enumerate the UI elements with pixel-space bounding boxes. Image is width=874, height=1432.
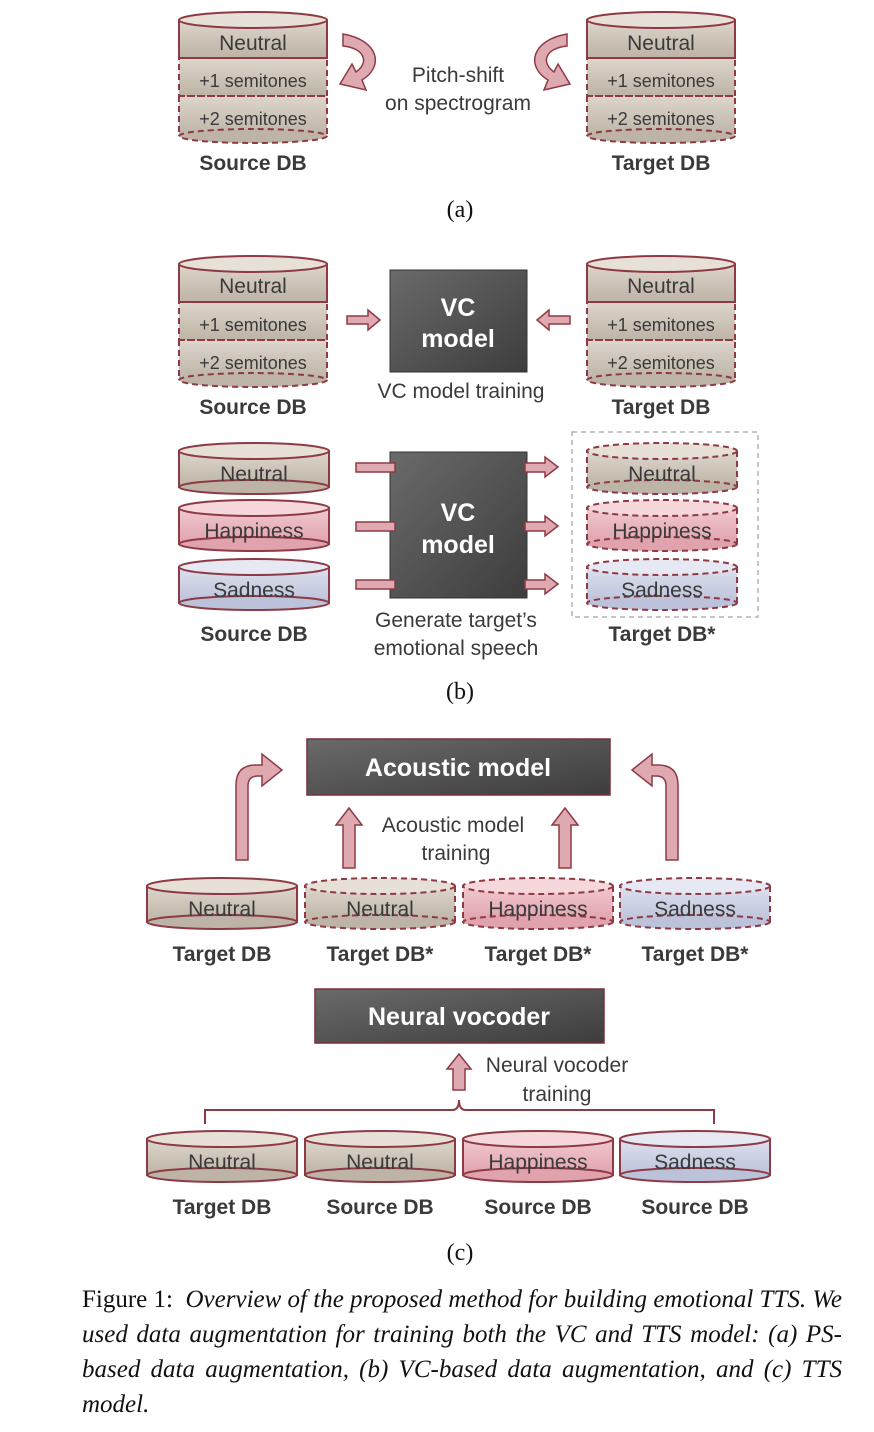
db-caption: Target DB* bbox=[485, 943, 593, 966]
pitch-shift-label: Pitch-shift bbox=[412, 64, 504, 87]
vc-model-box bbox=[389, 269, 528, 373]
vc-model-label: model bbox=[421, 325, 495, 353]
arrow-up-icon bbox=[445, 1052, 473, 1091]
generate-caption: emotional speech bbox=[374, 637, 539, 660]
panel-tag: (a) bbox=[447, 197, 474, 223]
arrow-up-icon bbox=[550, 806, 580, 869]
db-label-happiness: Happiness bbox=[612, 520, 711, 543]
db-label-neutral: Neutral bbox=[188, 1151, 256, 1174]
panel-tag: (c) bbox=[447, 1240, 474, 1266]
vc-model-label: VC bbox=[441, 294, 476, 322]
bent-arrow-icon bbox=[235, 752, 284, 861]
arrow-right-icon bbox=[355, 462, 396, 473]
db-caption: Target DB* bbox=[642, 943, 750, 966]
arrow-right-icon bbox=[524, 455, 560, 479]
db-layer-label: +2 semitones bbox=[607, 109, 715, 129]
acoustic-training-caption: training bbox=[422, 842, 491, 865]
db-label-happiness: Happiness bbox=[204, 520, 303, 543]
db-label-sadness: Sadness bbox=[654, 1151, 736, 1174]
vc-input-arrows bbox=[355, 455, 560, 596]
acoustic-training-caption: Acoustic model bbox=[382, 814, 524, 837]
panel-c: Acoustic model Acoustic model training N… bbox=[146, 738, 771, 1266]
db-caption: Target DB bbox=[173, 1196, 272, 1219]
vocoder-training-caption: training bbox=[523, 1083, 592, 1106]
vocoder-training-caption: Neural vocoder bbox=[486, 1054, 628, 1077]
db-label-neutral: Neutral bbox=[346, 1151, 414, 1174]
source-db-stack-b: Neutral +1 semitones +2 semitones bbox=[178, 255, 328, 388]
arrow-up-icon bbox=[334, 806, 364, 869]
db-label-neutral: Neutral bbox=[188, 898, 256, 921]
source-db-stack-a: Neutral +1 semitones +2 semitones bbox=[178, 11, 328, 144]
source-db-cylinders: Neutral Happiness Sadness bbox=[178, 442, 330, 611]
target-db-stack-a: Neutral +1 semitones +2 semitones bbox=[586, 11, 736, 144]
vocoder-db-row: Neutral Neutral Happiness Sadness bbox=[146, 1130, 771, 1183]
arrow-left-icon bbox=[535, 308, 571, 332]
db-layer-label: +1 semitones bbox=[607, 71, 715, 91]
db-layer-label: Neutral bbox=[219, 32, 287, 55]
db-caption: Source DB bbox=[199, 152, 306, 175]
generate-caption: Generate target’s bbox=[375, 609, 537, 632]
db-caption: Target DB bbox=[612, 396, 711, 419]
db-layer-label: +2 semitones bbox=[199, 109, 307, 129]
db-layer-label: Neutral bbox=[627, 32, 695, 55]
db-caption: Source DB bbox=[199, 396, 306, 419]
db-caption: Target DB bbox=[173, 943, 272, 966]
db-label-neutral: Neutral bbox=[220, 463, 288, 486]
arrow-right-icon bbox=[524, 572, 560, 596]
target-db-stack-b: Neutral +1 semitones +2 semitones bbox=[586, 255, 736, 388]
pitch-shift-label: on spectrogram bbox=[385, 92, 531, 115]
db-layer-label: Neutral bbox=[219, 275, 287, 298]
vc-model-label: VC bbox=[441, 499, 476, 527]
arrow-right-icon bbox=[355, 521, 396, 532]
vc-model-box bbox=[389, 451, 528, 599]
db-label-sadness: Sadness bbox=[213, 579, 295, 602]
acoustic-db-row: Neutral Neutral Happiness Sadness bbox=[146, 877, 771, 930]
db-layer-label: +1 semitones bbox=[199, 315, 307, 335]
db-label-neutral: Neutral bbox=[346, 898, 414, 921]
db-label-neutral: Neutral bbox=[628, 463, 696, 486]
neural-vocoder-box bbox=[314, 988, 605, 1044]
db-label-happiness: Happiness bbox=[488, 898, 587, 921]
db-label-sadness: Sadness bbox=[621, 579, 703, 602]
arrow-right-icon bbox=[355, 579, 396, 590]
acoustic-model-label: Acoustic model bbox=[365, 754, 551, 782]
db-layer-label: +2 semitones bbox=[199, 353, 307, 373]
curved-arrow-icon bbox=[533, 33, 572, 92]
figure-label: Figure 1: bbox=[82, 1286, 173, 1313]
db-layer-label: +1 semitones bbox=[607, 315, 715, 335]
panel-tag: (b) bbox=[446, 679, 474, 705]
bracket bbox=[204, 1099, 715, 1124]
acoustic-model-box bbox=[306, 738, 611, 796]
db-layer-label: Neutral bbox=[627, 275, 695, 298]
db-caption: Target DB* bbox=[609, 623, 717, 646]
target-db-star-frame bbox=[571, 431, 759, 618]
arrow-right-icon bbox=[346, 308, 382, 332]
db-label-happiness: Happiness bbox=[488, 1151, 587, 1174]
panel-b: Neutral +1 semitones +2 semitones Source… bbox=[178, 255, 759, 705]
figure-caption-text: Overview of the proposed method for buil… bbox=[82, 1286, 843, 1418]
db-caption: Source DB bbox=[326, 1196, 433, 1219]
db-caption: Source DB bbox=[484, 1196, 591, 1219]
vc-training-caption: VC model training bbox=[378, 380, 545, 403]
db-caption: Target DB bbox=[612, 152, 711, 175]
vc-model-label: model bbox=[421, 531, 495, 559]
arrow-right-icon bbox=[524, 514, 560, 538]
curved-arrow-icon bbox=[338, 33, 377, 92]
db-layer-label: +1 semitones bbox=[199, 71, 307, 91]
figure-caption: Figure 1: Overview of the proposed metho… bbox=[82, 1282, 842, 1422]
db-caption: Source DB bbox=[641, 1196, 748, 1219]
neural-vocoder-label: Neural vocoder bbox=[368, 1003, 550, 1031]
db-caption: Target DB* bbox=[327, 943, 435, 966]
target-db-star-cylinders: Neutral Happiness Sadness bbox=[586, 442, 738, 611]
panel-a: Neutral +1 semitones +2 semitones Source… bbox=[178, 11, 736, 223]
db-caption: Source DB bbox=[200, 623, 307, 646]
bent-arrow-icon bbox=[630, 752, 679, 861]
db-label-sadness: Sadness bbox=[654, 898, 736, 921]
db-layer-label: +2 semitones bbox=[607, 353, 715, 373]
